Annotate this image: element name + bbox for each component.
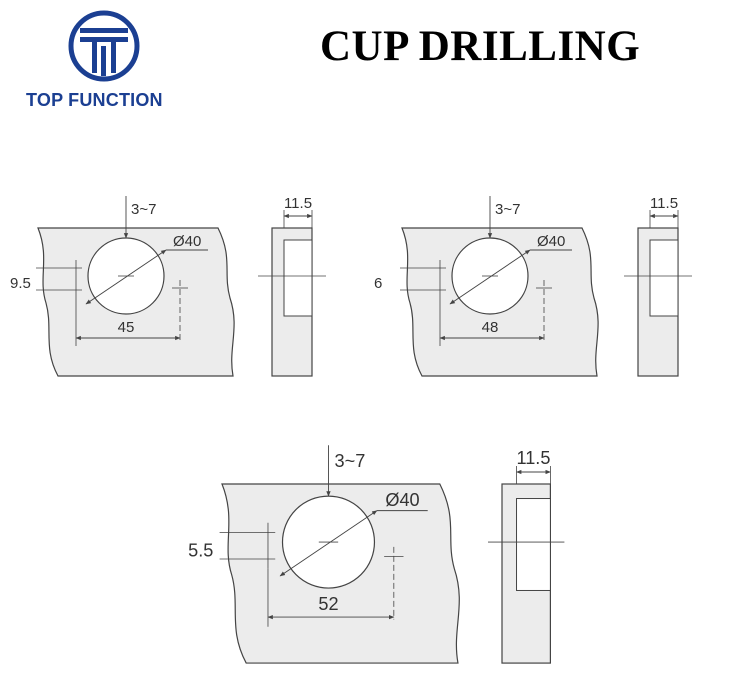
depth-range-label: 3~7: [335, 451, 366, 471]
hole-spacing-label: 45: [118, 319, 135, 336]
depth-range-label: 3~7: [495, 201, 520, 218]
edge-distance-label: 6: [374, 275, 382, 292]
depth-range-label: 3~7: [131, 201, 156, 218]
page-title: CUP DRILLING: [320, 23, 641, 70]
diameter-leader: [449, 249, 531, 305]
side-cup-section: [516, 498, 551, 591]
hole-spacing-label: 48: [482, 319, 499, 336]
side-cup-section: [283, 239, 313, 317]
brand-name: TOP FUNCTION: [26, 90, 163, 110]
diameter-leader: [279, 510, 378, 577]
cup-diameter-label: Ø40: [173, 233, 201, 250]
tf-monogram-icon: [68, 10, 140, 82]
side-cup-section: [649, 239, 679, 317]
cup-depth-label: 11.5: [284, 195, 312, 212]
cup-depth-label: 11.5: [516, 448, 550, 468]
edge-distance-label: 5.5: [188, 541, 213, 561]
cup-diameter-label: Ø40: [537, 233, 565, 250]
hole-spacing-label: 52: [318, 594, 338, 614]
diameter-leader: [85, 249, 167, 305]
edge-distance-label: 9.5: [10, 275, 31, 292]
cup-diameter-label: Ø40: [385, 490, 419, 510]
brand-logo: TOP FUNCTION: [26, 10, 196, 112]
cup-depth-label: 11.5: [650, 195, 678, 212]
